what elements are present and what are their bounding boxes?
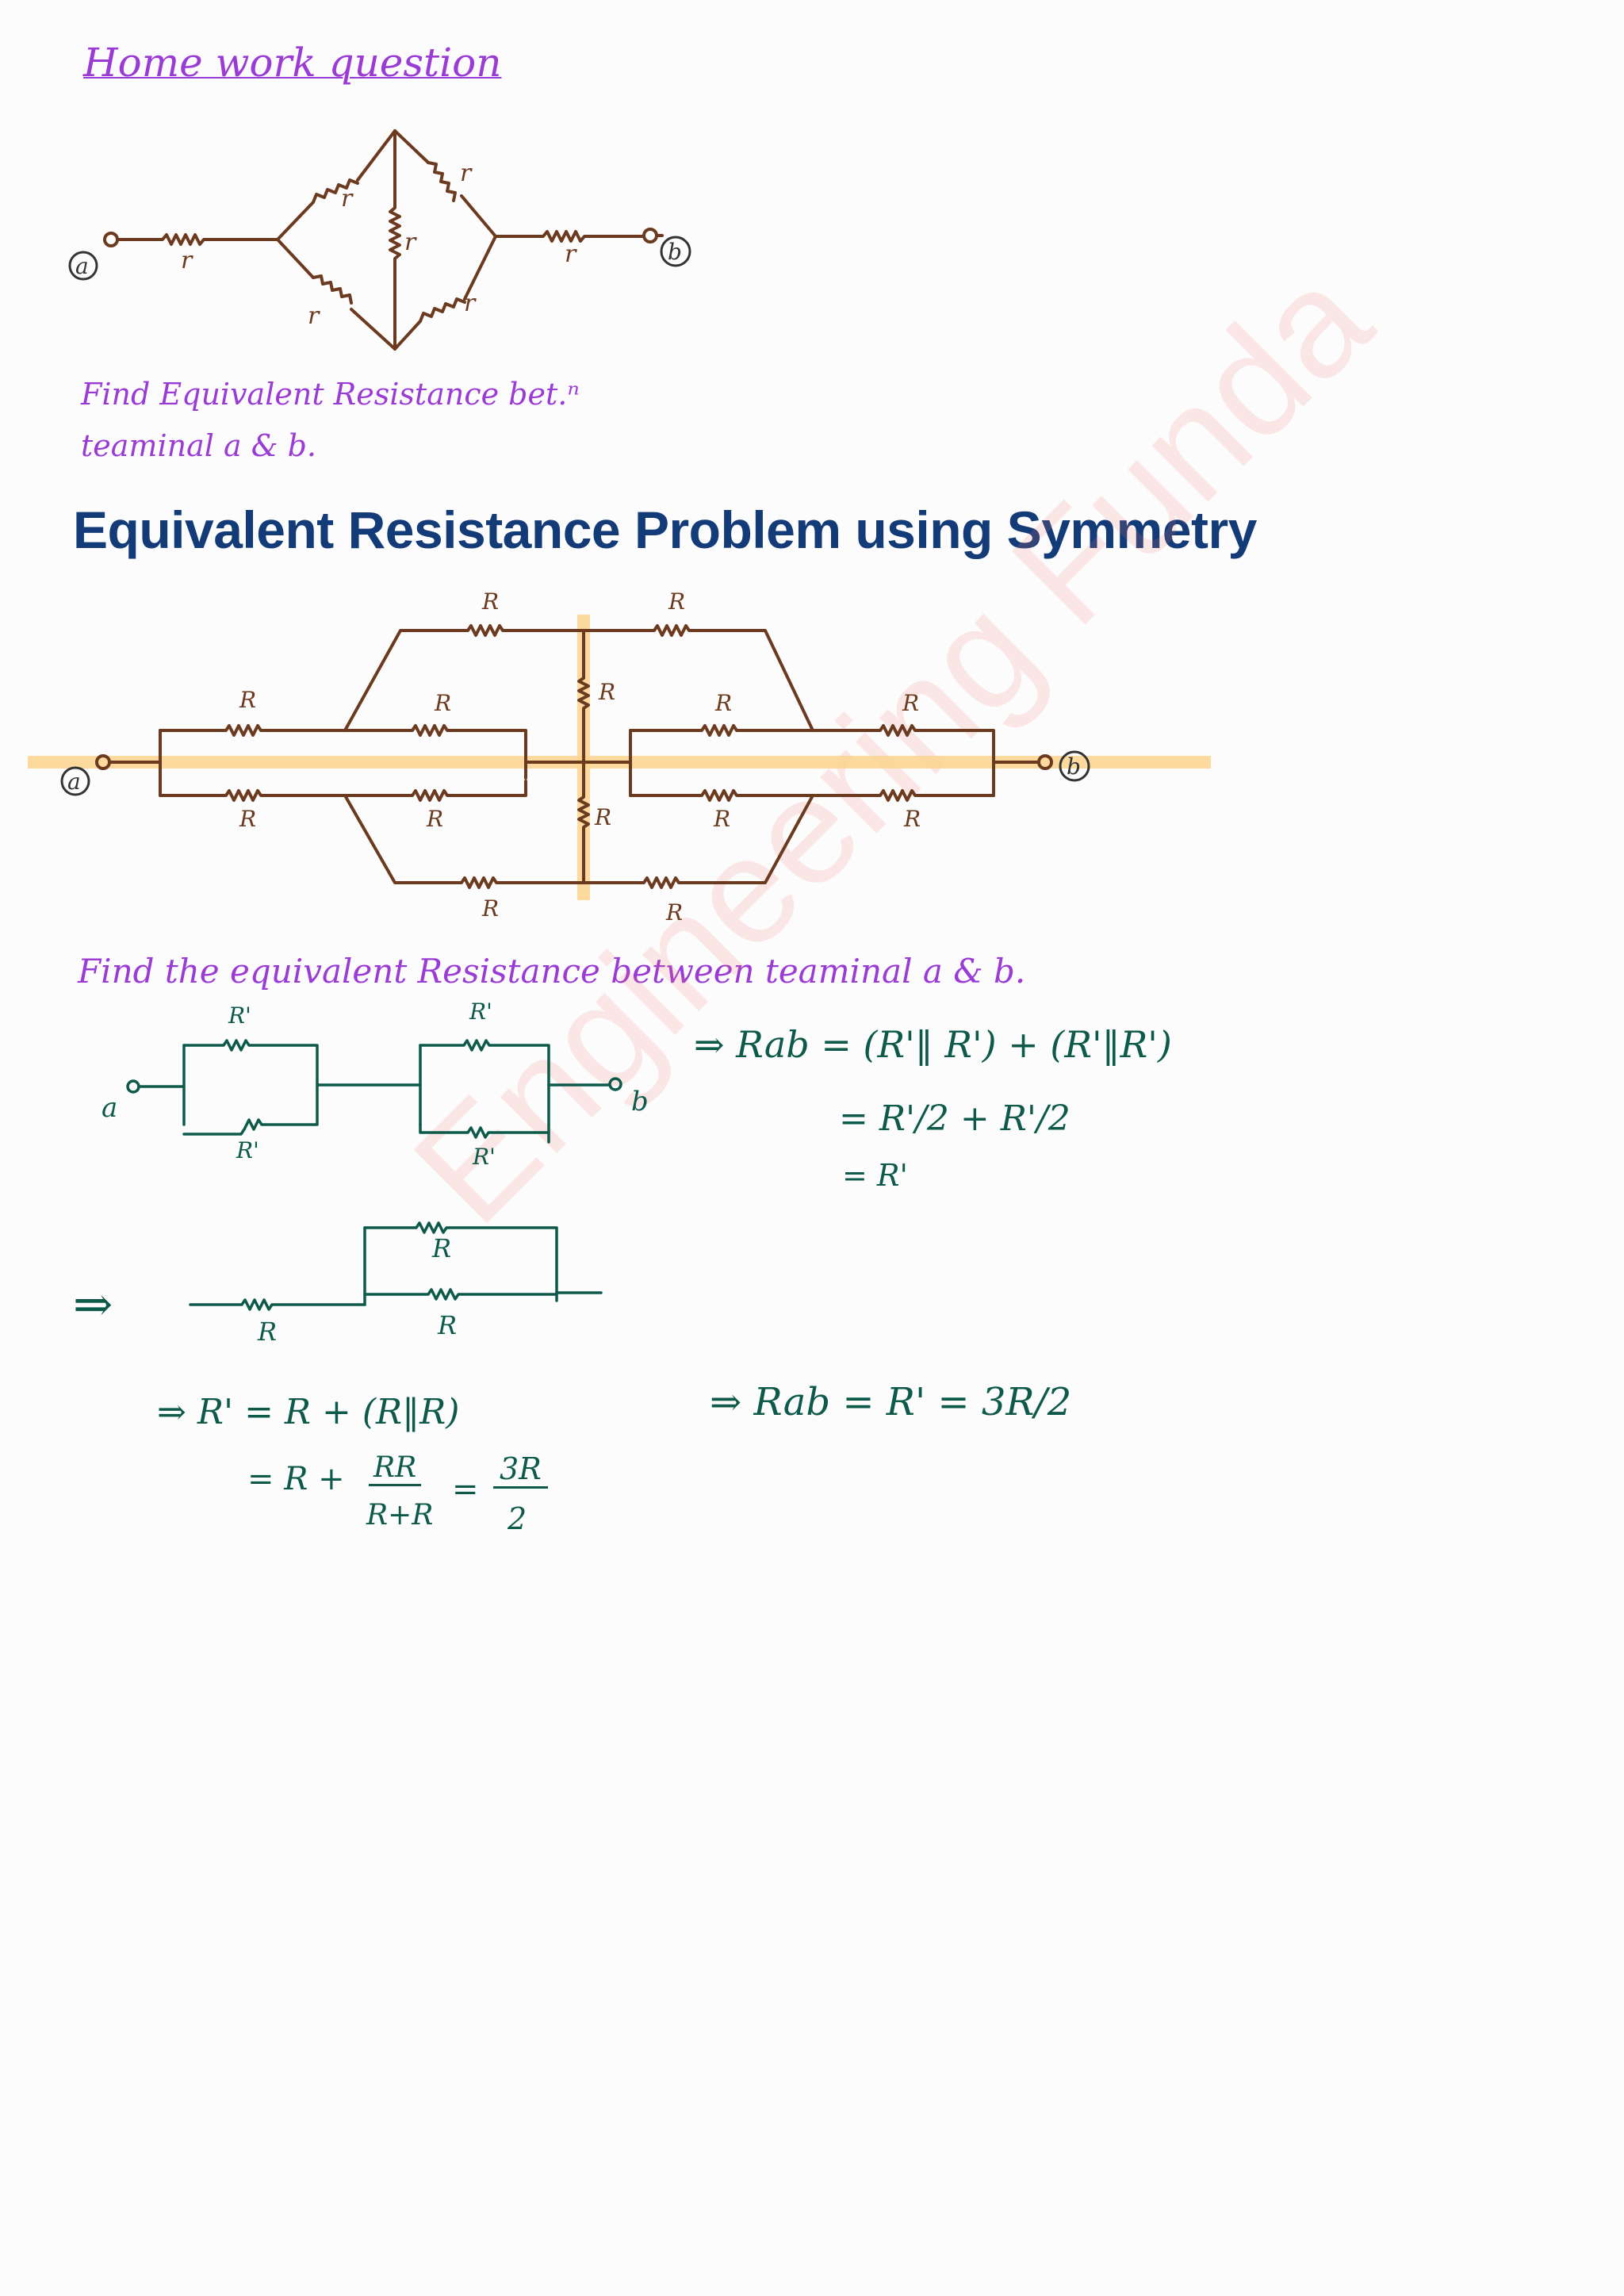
rprime-label-2: R' [236,1137,259,1163]
label-r-4: r [404,228,417,256]
r-decomposition-circuit [189,1221,603,1311]
label-r-3: r [460,159,473,187]
terminal-a-label: a [75,253,89,279]
rprime-circuit [126,1039,622,1144]
homework-heading: Home work question [83,40,502,86]
r-parallel-top-label: R [431,1233,451,1263]
final-result: ⇒ Rab = R' = 3R/2 [710,1380,1072,1424]
sym-label-3: R [481,588,499,615]
homework-question-line2: teaminal a & b. [81,428,317,463]
node-a-label: a [102,1092,117,1124]
label-r-7: r [565,240,577,268]
label-r-1: r [181,247,193,274]
sym-label-6: R [426,806,443,832]
result-numerator: 3R [493,1451,548,1489]
sym-label-8: R [594,804,611,830]
step-r-2: = R + [247,1461,345,1497]
symmetry-terminal-b-node [1037,754,1053,770]
rab-step-2: = R'/2 + R'/2 [839,1098,1071,1139]
sym-label-10: R [713,806,730,832]
terminal-b-node [642,228,658,243]
homework-resistor-labels: r r r r r r r [181,159,577,330]
sym-terminal-b-label: b [1067,753,1081,780]
fraction-numerator: RR [369,1451,422,1486]
node-b-label: b [631,1086,649,1117]
label-r-5: r [308,302,320,330]
homework-question-line1: Find Equivalent Resistance bet.ⁿ [81,377,580,412]
equivalent-arrow: ⇒ [73,1277,113,1332]
rab-step-1: ⇒ Rab = (R'‖ R') + (R'‖R') [694,1023,1172,1066]
step-r-1: ⇒ R' = R + (R‖R) [157,1392,460,1432]
section-title: Equivalent Resistance Problem using Symm… [73,500,1257,559]
terminal-a-node [103,232,119,247]
symmetry-resistor-labels: R R R R R R R R R R R R R R [239,588,921,926]
fraction-denominator: R+R [366,1499,434,1531]
sym-label-5: R [434,690,451,716]
r-parallel-bottom-label: R [437,1310,457,1340]
sym-label-11: R [902,690,919,716]
r-decomposition-labels: R R R [257,1233,457,1347]
r-series-label: R [257,1317,277,1347]
sym-label-14: R [665,899,683,926]
rab-step-3: = R' [842,1158,908,1193]
symmetry-circuit [95,624,1053,889]
sym-label-9: R [714,690,732,716]
rprime-label-4: R' [472,1144,496,1170]
sym-label-7: R [598,679,615,705]
terminal-b-label: b [668,239,682,265]
sym-label-12: R [903,806,921,832]
sym-label-13: R [481,895,499,922]
sym-label-4: R [668,588,685,615]
label-r-2: r [341,185,354,213]
rprime-label-3: R' [469,999,492,1025]
rprime-label-1: R' [228,1002,251,1029]
equals-sign: = [452,1471,479,1508]
result-denominator: 2 [508,1501,527,1536]
homework-terminal-labels: a b [68,236,691,281]
symmetry-terminal-labels: a b [60,750,1090,796]
rprime-labels: R' R' R' R' a b [102,999,649,1170]
sym-label-1: R [239,687,256,713]
sym-terminal-a-label: a [67,769,81,795]
homework-bridge-circuit [103,129,664,351]
label-r-6: r [464,289,477,317]
solution-prompt: Find the equivalent Resistance between t… [78,952,1026,991]
sym-label-2: R [239,806,256,832]
